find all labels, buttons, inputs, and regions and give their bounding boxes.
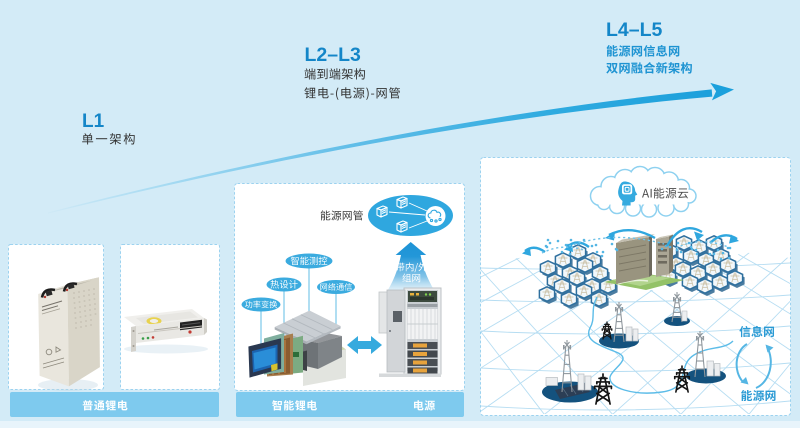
- svg-text:L4–L5: L4–L5: [606, 19, 663, 41]
- svg-text:L1: L1: [82, 111, 105, 132]
- svg-text:L2–L3: L2–L3: [305, 44, 362, 66]
